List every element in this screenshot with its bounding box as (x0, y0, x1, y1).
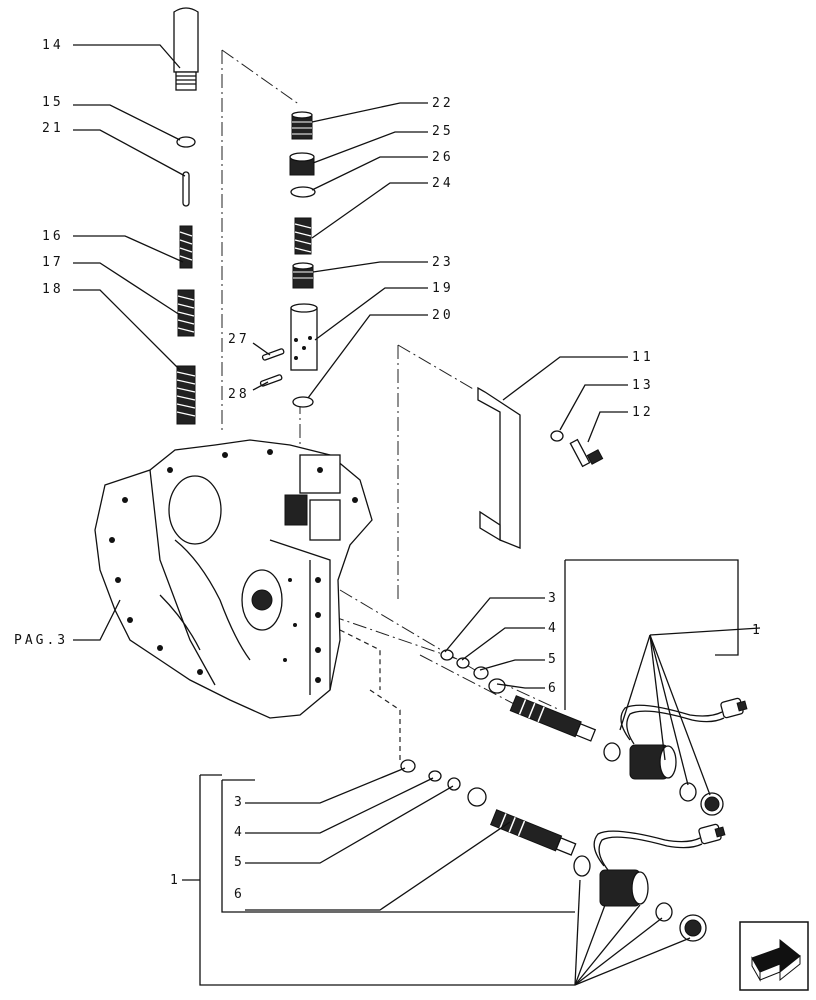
callout-22: 22 (432, 96, 454, 111)
callout-20: 20 (432, 308, 454, 323)
part-27-pin (261, 348, 285, 361)
part-17-spring (177, 289, 195, 337)
callout-23: 23 (432, 255, 454, 270)
callout-27: 27 (228, 332, 250, 347)
transmission-housing (94, 439, 373, 719)
part-20-o-ring (292, 396, 314, 408)
part-13-washer (550, 430, 564, 442)
callout-12: 12 (632, 405, 654, 420)
callout-right-6: 6 (548, 681, 559, 696)
callout-25: 25 (432, 124, 454, 139)
callout-17: 17 (42, 255, 64, 270)
callout-lower-1: 1 (170, 873, 181, 888)
callout-11: 11 (632, 350, 654, 365)
callout-labels: 14 15 21 16 17 18 22 25 26 24 23 19 20 2… (14, 38, 763, 902)
part-26-ring (290, 186, 316, 198)
part-11-bracket (477, 386, 521, 549)
next-page-arrow-icon[interactable] (739, 921, 809, 991)
lower-valve-assembly (400, 759, 726, 942)
callout-lower-4: 4 (234, 825, 245, 840)
part-23-sleeve (292, 262, 314, 289)
callout-21: 21 (42, 121, 64, 136)
callout-right-5: 5 (548, 652, 559, 667)
callout-18: 18 (42, 282, 64, 297)
part-19-spool (290, 303, 318, 371)
part-18-spring (176, 365, 196, 425)
callout-24: 24 (432, 176, 454, 191)
leader-lines (73, 44, 761, 986)
callout-lower-3: 3 (234, 795, 245, 810)
right-valve-assembly (440, 649, 748, 816)
callout-19: 19 (432, 281, 454, 296)
part-12-bolt (569, 438, 604, 468)
part-25-bushing (289, 152, 315, 176)
callout-lower-6: 6 (234, 887, 245, 902)
part-16-spring (179, 225, 193, 269)
part-21-pin (182, 171, 190, 207)
callout-28: 28 (228, 387, 250, 402)
part-14-plug (173, 7, 199, 91)
callout-right-4: 4 (548, 621, 559, 636)
callout-right-3: 3 (548, 591, 559, 606)
callout-lower-5: 5 (234, 855, 245, 870)
callout-pag-3: PAG.3 (14, 633, 68, 648)
callout-16: 16 (42, 229, 64, 244)
callout-right-1: 1 (752, 623, 763, 638)
callout-14: 14 (42, 38, 64, 53)
part-15-washer (176, 136, 196, 148)
part-24-spring (294, 217, 312, 255)
part-22-sleeve (291, 111, 313, 140)
callout-26: 26 (432, 150, 454, 165)
callout-13: 13 (632, 378, 654, 393)
callout-15: 15 (42, 95, 64, 110)
